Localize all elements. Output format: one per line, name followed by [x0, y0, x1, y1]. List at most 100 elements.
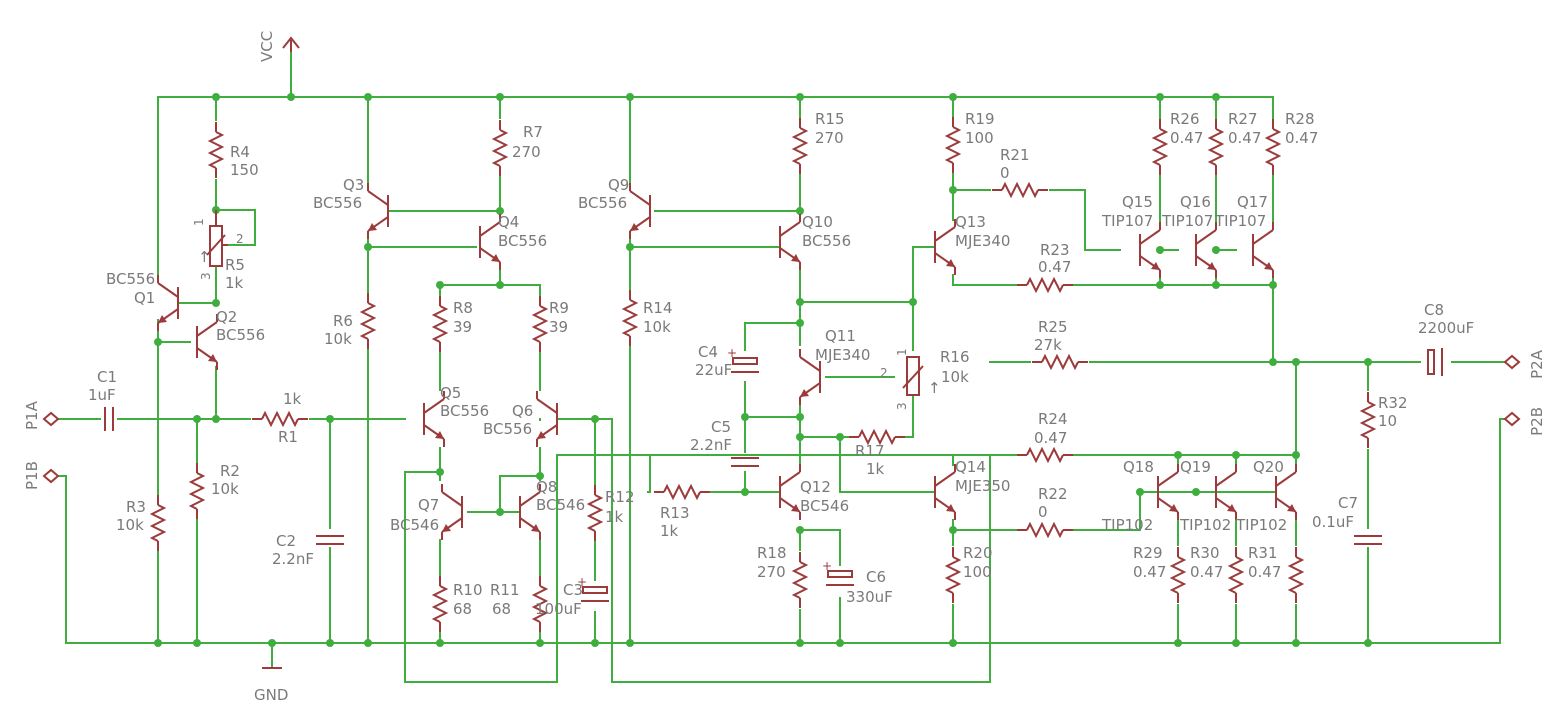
transistor-q4[interactable]: Q4 BC556 — [479, 213, 547, 271]
transistor-q18[interactable]: Q18 TIP102 — [1101, 458, 1179, 534]
q3-name: Q3 — [343, 176, 364, 194]
transistor-q1[interactable]: BC556 Q1 — [106, 270, 179, 332]
resistor-r20[interactable]: R20 100 — [946, 544, 993, 604]
r15-value: 270 — [815, 129, 844, 147]
q16-name: Q16 — [1180, 193, 1211, 211]
resistor-r31[interactable]: R31 0.47 — [1248, 544, 1303, 604]
resistor-r21[interactable]: R21 0 — [991, 146, 1049, 197]
resistor-r7[interactable]: R7 270 — [493, 119, 543, 177]
r27-name: R27 — [1228, 110, 1258, 128]
capacitor-c3[interactable]: C3 100uF — [535, 574, 610, 618]
transistor-q5[interactable]: Q5 BC556 — [423, 384, 489, 448]
transistor-q10[interactable]: Q10 BC556 — [779, 213, 851, 271]
port-p2a[interactable]: P2A — [1503, 349, 1546, 379]
resistor-r26[interactable]: R26 0.47 — [1153, 110, 1203, 176]
transistor-q17[interactable]: Q17 TIP107 — [1214, 193, 1274, 279]
transistor-q20[interactable]: Q20 TIP102 — [1235, 458, 1297, 534]
resistor-r27[interactable]: R27 0.47 — [1209, 110, 1261, 176]
q9-value: BC556 — [578, 194, 627, 212]
gnd-symbol: GND — [254, 667, 288, 704]
resistor-r14[interactable]: R14 10k — [623, 289, 673, 347]
capacitor-c6[interactable]: C6 330uF — [821, 558, 893, 606]
capacitor-c8[interactable]: C8 2200uF — [1418, 301, 1474, 377]
resistor-r4[interactable]: R4 150 — [209, 121, 259, 179]
resistor-r9[interactable]: R9 39 — [533, 295, 569, 353]
q1-name: Q1 — [134, 289, 155, 307]
resistor-r3[interactable]: R3 10k — [116, 494, 165, 552]
resistor-r32[interactable]: R32 10 — [1361, 391, 1408, 449]
q17-name: Q17 — [1237, 193, 1268, 211]
port-p1b[interactable]: P1B — [23, 461, 60, 490]
resistor-r10[interactable]: R10 68 — [433, 575, 483, 633]
trimmer-r5[interactable]: 1 2 3 ↑ R5 1k — [192, 210, 245, 292]
resistor-r19[interactable]: R19 100 — [946, 110, 995, 174]
c5-name: C5 — [711, 418, 731, 436]
q6-value: BC556 — [483, 420, 532, 438]
resistor-r30[interactable]: R30 0.47 — [1190, 544, 1243, 604]
resistor-r11[interactable]: R11 68 — [490, 575, 547, 633]
q6-name: Q6 — [512, 402, 533, 420]
transistor-q19[interactable]: Q19 TIP102 — [1179, 458, 1237, 534]
resistor-r25[interactable]: R25 27k — [1031, 318, 1089, 369]
capacitor-c7[interactable]: C7 0.1uF — [1312, 494, 1383, 545]
port-p2b[interactable]: P2B — [1503, 407, 1546, 436]
resistor-r12[interactable]: R12 1k — [588, 484, 635, 542]
transistor-q15[interactable]: Q15 TIP107 — [1101, 193, 1161, 279]
r16-pin1: 1 — [895, 348, 909, 356]
transistor-q12[interactable]: Q12 BC546 — [779, 463, 849, 521]
q11-value: MJE340 — [815, 346, 870, 364]
transistor-q13[interactable]: Q13 MJE340 — [934, 213, 1010, 276]
capacitor-c5[interactable]: C5 2.2nF — [690, 418, 760, 467]
resistor-r23[interactable]: R23 0.47 — [1016, 241, 1074, 292]
q4-value: BC556 — [498, 232, 547, 250]
c3-name: C3 — [563, 581, 583, 599]
c8-value: 2200uF — [1418, 319, 1474, 337]
c1-name: C1 — [97, 368, 117, 386]
capacitor-c4[interactable]: C4 22uF — [695, 343, 760, 379]
resistor-r24[interactable]: R24 0.47 — [1016, 410, 1074, 462]
q7-value: BC546 — [390, 516, 439, 534]
resistor-r15[interactable]: R15 270 — [793, 110, 845, 175]
q20-name: Q20 — [1253, 458, 1284, 476]
transistor-q7[interactable]: Q7 BC546 — [390, 483, 463, 541]
q14-value: MJE350 — [955, 477, 1010, 495]
r7-name: R7 — [523, 123, 543, 141]
c2-value: 2.2nF — [272, 550, 314, 568]
r9-name: R9 — [549, 299, 569, 317]
transistor-q16[interactable]: Q16 TIP107 — [1161, 193, 1217, 279]
r6-name: R6 — [333, 312, 353, 330]
r25-value: 27k — [1034, 336, 1062, 354]
r21-value: 0 — [1000, 164, 1010, 182]
transistor-q14[interactable]: Q14 MJE350 — [934, 458, 1010, 521]
q16-value: TIP107 — [1161, 212, 1213, 230]
transistor-q8[interactable]: Q8 BC546 — [519, 478, 585, 541]
r31-value: 0.47 — [1248, 563, 1281, 581]
resistor-r1[interactable]: 1k R1 — [251, 390, 309, 446]
port-p2b-label: P2B — [1528, 407, 1546, 436]
port-p1a[interactable]: P1A — [23, 400, 60, 430]
r11-name: R11 — [490, 581, 520, 599]
transistor-q2[interactable]: Q2 BC556 — [196, 308, 265, 371]
r21-name: R21 — [1000, 146, 1030, 164]
transistor-q6[interactable]: Q6 BC556 — [483, 390, 558, 448]
resistor-r18[interactable]: R18 270 — [757, 544, 807, 609]
transistor-q11[interactable]: Q11 MJE340 — [799, 327, 870, 406]
resistor-r13[interactable]: R13 1k — [653, 485, 711, 540]
resistor-r29[interactable]: R29 0.47 — [1133, 544, 1185, 604]
resistor-r28[interactable]: R28 0.47 — [1266, 110, 1318, 176]
r20-name: R20 — [963, 544, 993, 562]
resistor-r17[interactable]: R17 1k — [848, 430, 906, 478]
transistor-q9[interactable]: Q9 BC556 — [578, 176, 651, 240]
gnd-label: GND — [254, 686, 288, 704]
resistor-r2[interactable]: R2 10k — [190, 462, 240, 520]
resistor-r8[interactable]: R8 39 — [433, 295, 473, 353]
resistor-r22[interactable]: R22 0 — [1016, 485, 1074, 537]
capacitor-c2[interactable]: C2 2.2nF — [272, 532, 345, 568]
resistor-r6[interactable]: R6 10k — [324, 292, 375, 350]
trimmer-r16[interactable]: 1 2 3 ↑ R16 10k — [880, 348, 970, 410]
r10-name: R10 — [453, 581, 483, 599]
capacitor-c1[interactable]: C1 1uF — [88, 368, 117, 432]
transistor-q3[interactable]: Q3 BC556 — [313, 176, 389, 240]
r18-name: R18 — [757, 544, 787, 562]
c7-name: C7 — [1338, 494, 1358, 512]
